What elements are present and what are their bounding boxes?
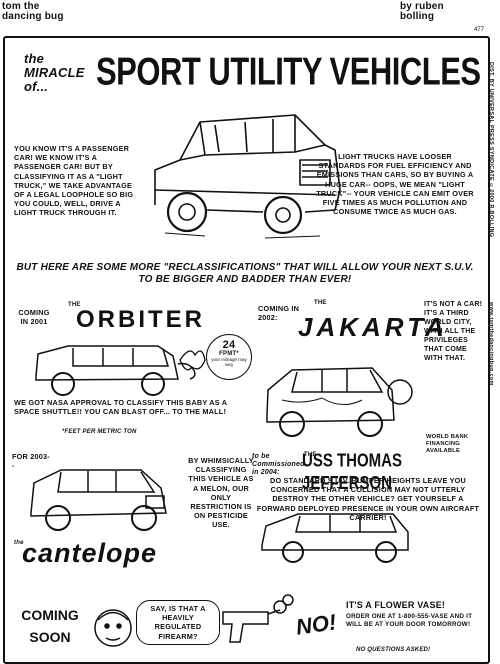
cantelope-caption: BY WHIMSICALLY CLASSIFYING THIS VEHICLE … bbox=[188, 456, 254, 530]
orbiter-mileage-sign: 24 FPMT* your mileage may vary bbox=[206, 334, 252, 380]
jakarta-caption: IT'S NOT A CAR! IT'S A THIRD WORLD CITY,… bbox=[424, 301, 483, 362]
jakarta-suv-illustration bbox=[266, 367, 413, 437]
order-text: ORDER ONE AT 1-800-555-VASE AND IT WILL … bbox=[346, 613, 473, 628]
orbiter-suv-illustration bbox=[35, 345, 196, 396]
orbiter-footnote: *FEET PER METRIC TON bbox=[62, 429, 137, 435]
jakarta-financing: WORLD BANK FINANCING AVAILABLE bbox=[426, 434, 469, 454]
orbiter-coming: COMING IN 2001 bbox=[18, 308, 50, 327]
flower-vase-text: IT'S A FLOWER VASE! bbox=[346, 600, 446, 610]
customer-face-illustration bbox=[94, 609, 132, 647]
cantelope-the: the bbox=[14, 540, 24, 546]
no-questions-text: NO QUESTIONS ASKED! bbox=[356, 647, 431, 653]
cantelope-name: cantelope bbox=[22, 538, 158, 568]
no-reply: NO! bbox=[294, 609, 338, 640]
orbiter-rocket-flame bbox=[179, 350, 206, 371]
jefferson-suv-illustration bbox=[261, 513, 409, 563]
jefferson-name: USS THOMAS JEFFERSON bbox=[302, 450, 403, 494]
jefferson-caption: DO STANDARD S.U.V. BUMPER HEIGHTS LEAVE … bbox=[256, 476, 480, 522]
strip-name: tom the dancing bug bbox=[2, 1, 64, 22]
reclassification-banner: BUT HERE ARE SOME MORE "RECLASSIFICATION… bbox=[16, 262, 474, 285]
jakarta-coming: COMING IN 2002: bbox=[258, 304, 300, 323]
syndicate-credit: DIST. BY UNIVERSAL PRESS SYNDICATE ©2000… bbox=[488, 62, 494, 238]
title-prefix: the MIRACLE of... bbox=[24, 51, 85, 94]
flower-vase-gun-illustration bbox=[222, 594, 294, 643]
byline: by ruben bolling bbox=[400, 1, 444, 22]
orbiter-the: THE bbox=[68, 302, 81, 308]
orbiter-sign-line2: FPMT* bbox=[219, 351, 239, 357]
cantelope-suv-illustration bbox=[30, 469, 167, 531]
orbiter-name: ORBITER bbox=[76, 306, 205, 333]
jefferson-the: THE bbox=[304, 452, 317, 458]
orbiter-sign-line3: your mileage may vary bbox=[211, 357, 247, 367]
website-credit: www.tomthedancingbug.com bbox=[488, 302, 494, 386]
coming-soon-label: COMING SOON bbox=[21, 607, 79, 645]
jefferson-to-be: to be Commissioned in 2004: bbox=[252, 453, 305, 476]
orbiter-sign-line1: 24 bbox=[222, 339, 236, 351]
big-suv-illustration bbox=[154, 114, 341, 239]
intro-left-text: YOU KNOW IT'S A PASSENGER CAR! WE KNOW I… bbox=[14, 144, 134, 218]
page-title: SPORT UTILITY VEHICLES bbox=[96, 49, 481, 93]
jakarta-the: THE bbox=[314, 300, 327, 306]
speech-bubble: SAY, IS THAT A HEAVILY REGULATED FIREARM… bbox=[136, 600, 220, 645]
intro-right-text: LIGHT TRUCKS HAVE LOOSER STANDARDS FOR F… bbox=[316, 152, 474, 217]
cantelope-year: FOR 2003-- bbox=[12, 452, 50, 471]
jakarta-name: JAKARTA bbox=[298, 312, 448, 342]
orbiter-caption: WE GOT NASA APPROVAL TO CLASSIFY THIS BA… bbox=[14, 398, 227, 417]
strip-number: 477 bbox=[474, 27, 485, 33]
